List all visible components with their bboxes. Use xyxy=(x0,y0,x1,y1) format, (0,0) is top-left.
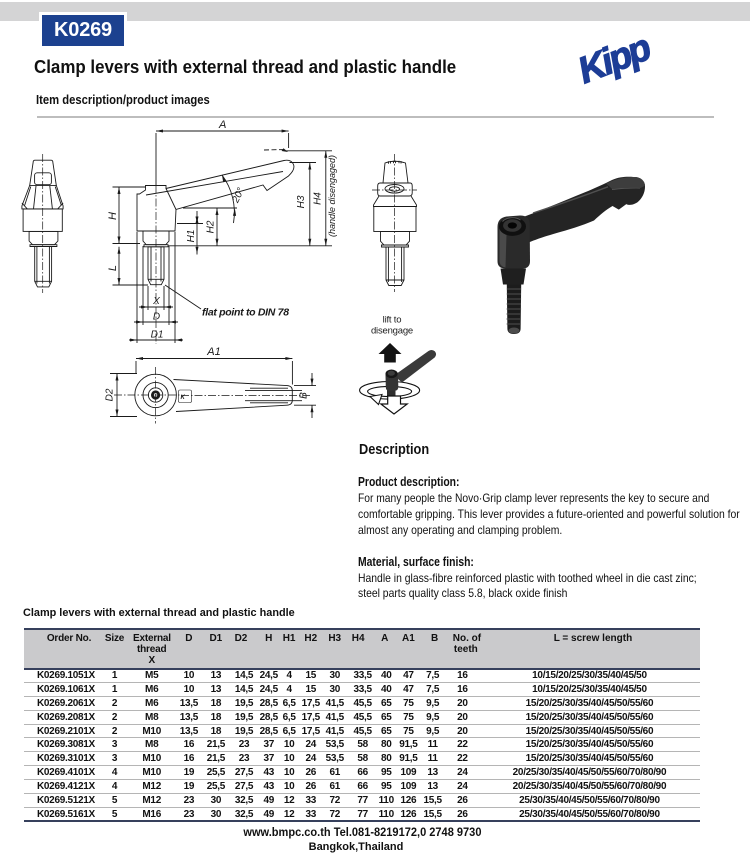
svg-text:A: A xyxy=(218,119,226,131)
svg-text:lift to: lift to xyxy=(383,315,402,326)
svg-text:L: L xyxy=(107,265,119,271)
svg-text:H4: H4 xyxy=(312,192,323,205)
svg-text:D2: D2 xyxy=(105,388,116,401)
svg-text:A1: A1 xyxy=(206,346,220,358)
svg-text:20°: 20° xyxy=(230,186,247,205)
svg-text:H2: H2 xyxy=(206,220,217,233)
svg-text:K: K xyxy=(181,395,186,401)
svg-text:D: D xyxy=(153,312,160,323)
svg-text:D1: D1 xyxy=(151,330,164,341)
svg-text:X: X xyxy=(152,296,160,307)
svg-text:H1: H1 xyxy=(186,230,197,243)
svg-text:disengage: disengage xyxy=(371,326,413,337)
svg-text:H3: H3 xyxy=(296,195,307,208)
svg-text:B: B xyxy=(299,392,310,399)
svg-text:(handle disengaged): (handle disengaged) xyxy=(327,155,337,237)
svg-text:H: H xyxy=(107,212,119,220)
svg-text:flat point to DIN 78: flat point to DIN 78 xyxy=(202,307,289,319)
